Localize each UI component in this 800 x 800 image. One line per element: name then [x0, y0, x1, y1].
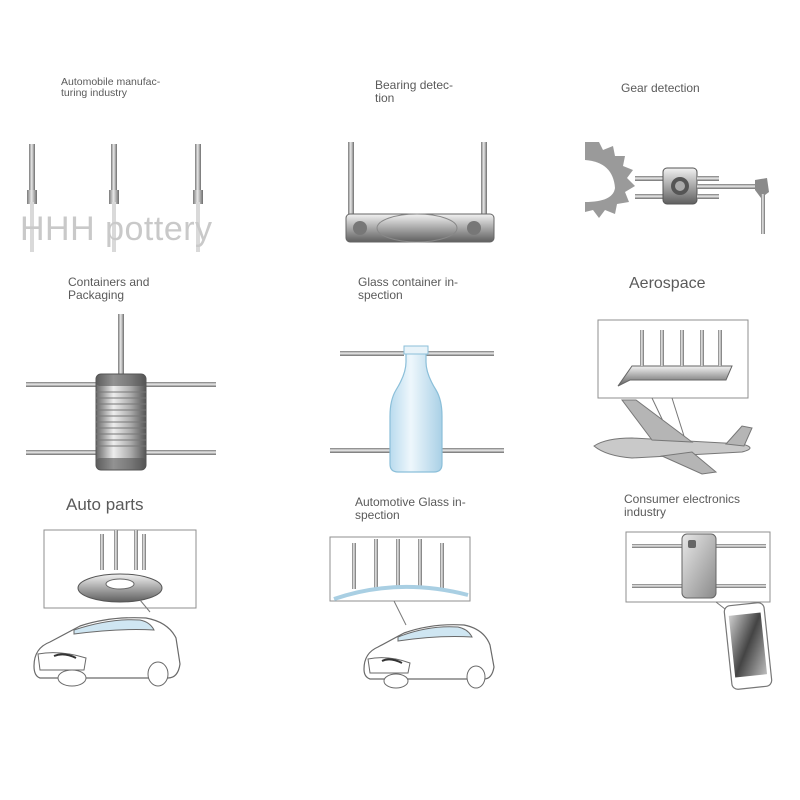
electronics-illustration: [625, 531, 773, 690]
glass-bottle-illustration: [330, 345, 504, 473]
gear-illustration: [585, 142, 769, 234]
bearing-illustration: [345, 142, 495, 243]
auto-parts-illustration: [33, 529, 197, 687]
label-aerospace: Aerospace: [629, 275, 706, 292]
gear-shape: [585, 142, 635, 218]
probe-1: [27, 144, 37, 252]
container-illustration: [26, 314, 216, 471]
label-gear: Gear detection: [621, 81, 700, 95]
probe-2: [109, 144, 119, 252]
label-automotive-glass: Automotive Glass in-spection: [355, 495, 466, 522]
automotive-glass-illustration: [329, 536, 495, 689]
aerospace-illustration: [593, 319, 753, 475]
probe-3: [193, 144, 203, 252]
label-auto-parts: Auto parts: [66, 495, 144, 514]
automobile-probes-illustration: [27, 144, 203, 252]
car-shape-1: [33, 617, 181, 687]
smartphone-shape: [723, 602, 773, 690]
car-shape-2: [363, 624, 495, 689]
label-automobile: Automobile manufac-turing industry: [61, 76, 161, 100]
label-bearing: Bearing detec-tion: [375, 78, 454, 105]
watermark-text: HHH pottery: [20, 210, 213, 248]
label-glass-container: Glass container in-spection: [358, 275, 459, 302]
airplane-shape: [593, 399, 753, 475]
